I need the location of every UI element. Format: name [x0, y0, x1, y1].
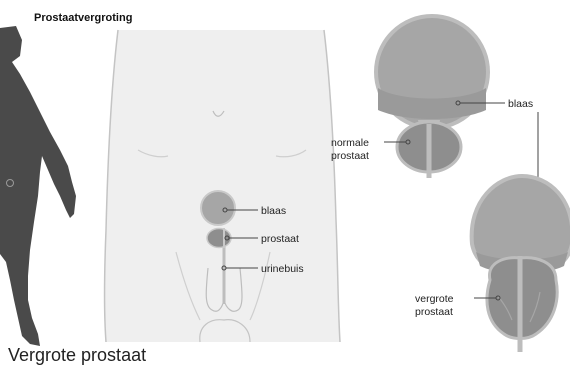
body-bladder-label: blaas	[261, 205, 286, 217]
enlarged-prostate-illustration	[472, 176, 570, 352]
diagram-title: Prostaatvergroting	[34, 12, 132, 24]
enlarged-prostate-label-line2: prostaat	[415, 306, 453, 318]
enlarged-prostate-label-line1: vergrote	[415, 293, 454, 305]
body-urethra-label: urinebuis	[261, 263, 304, 275]
figure-caption: Vergrote prostaat	[8, 345, 146, 366]
normal-prostate-illustration	[376, 16, 488, 178]
normal-prostate-label-line2: prostaat	[331, 150, 369, 162]
normal-prostate-label-line1: normale	[331, 137, 369, 149]
body-prostate-label: prostaat	[261, 233, 299, 245]
human-silhouette	[0, 26, 76, 346]
torso	[105, 30, 341, 342]
normal-bladder-label: blaas	[508, 98, 533, 110]
